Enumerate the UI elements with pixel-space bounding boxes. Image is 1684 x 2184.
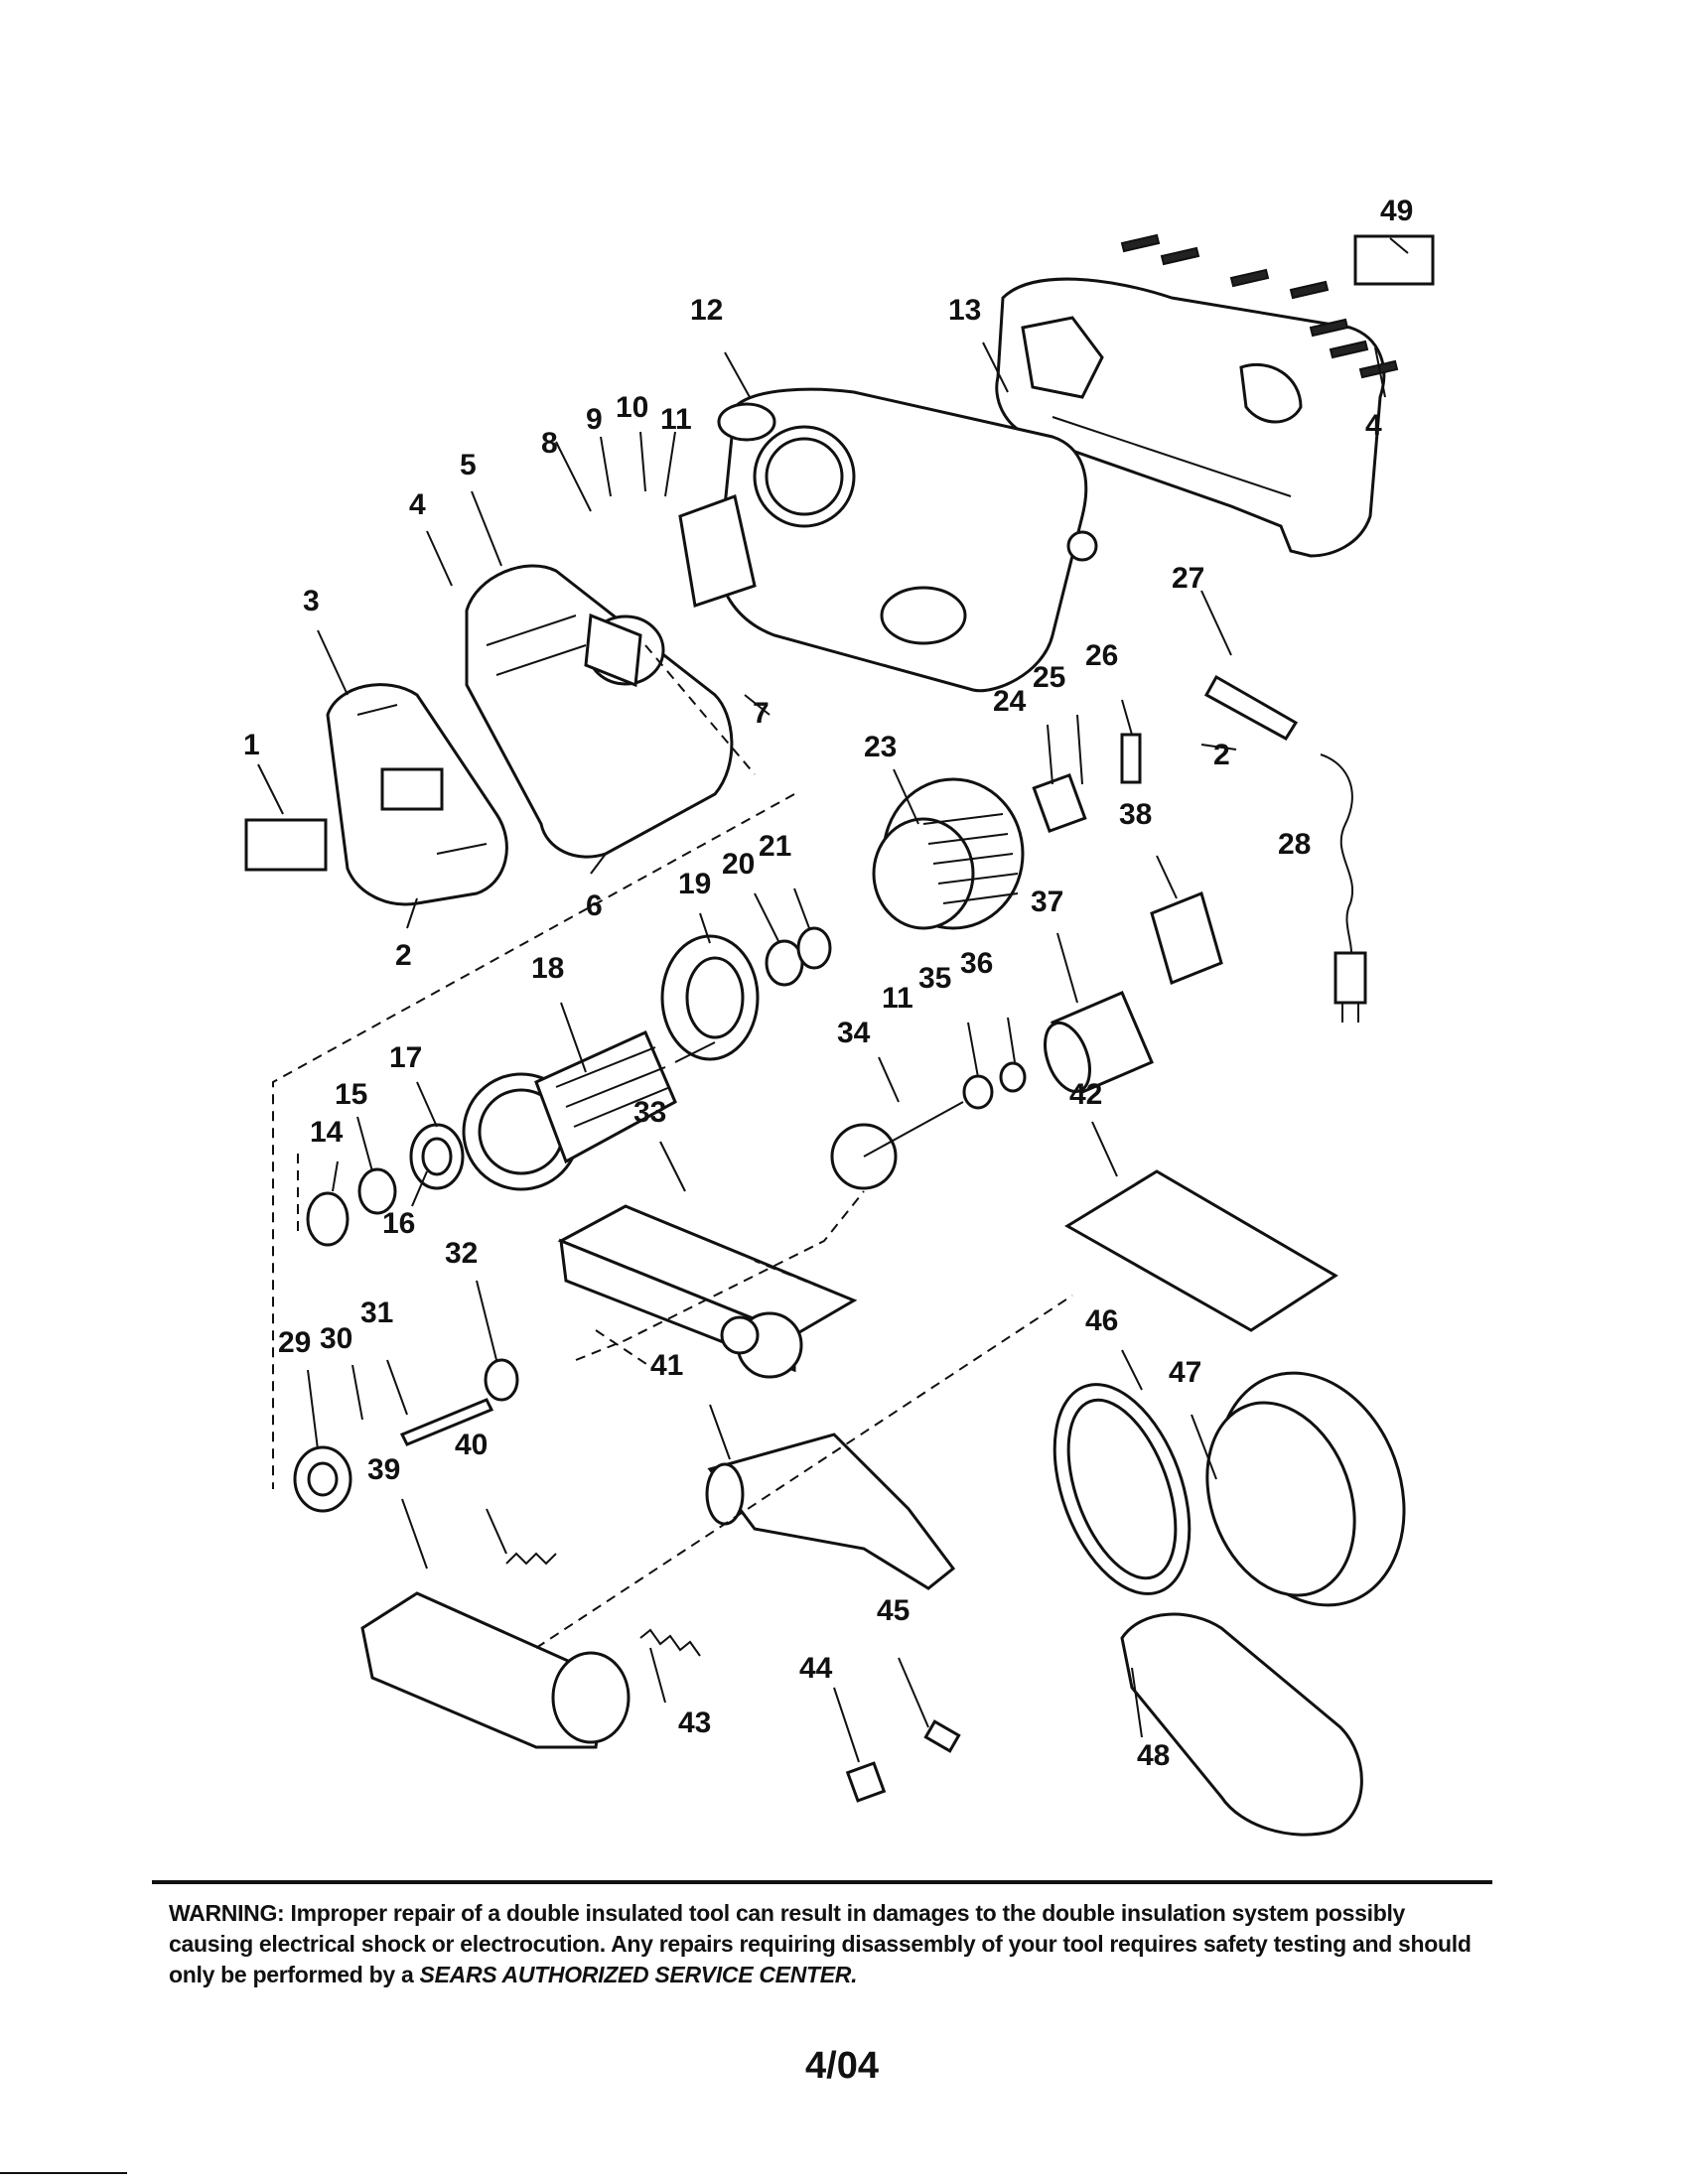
switch-part: [1150, 890, 1223, 986]
field-coil-part: [872, 777, 1025, 930]
callout-38: 38: [1119, 798, 1152, 831]
footer-mark: [0, 2172, 127, 2174]
callout-37: 37: [1031, 886, 1063, 918]
callout-3: 3: [303, 585, 320, 617]
callout-34: 34: [837, 1017, 871, 1049]
callout-20: 20: [722, 848, 755, 881]
callout-17: 17: [389, 1041, 422, 1074]
callout-48: 48: [1137, 1739, 1170, 1772]
callout-47: 47: [1169, 1356, 1201, 1389]
strain-relief-part: [1203, 674, 1299, 741]
assembly-guides: [272, 644, 1073, 1649]
brush-holder-part: [1032, 772, 1087, 834]
callout-43: 43: [678, 1706, 711, 1739]
motor-housing-part: [678, 387, 1098, 693]
callout-2: 2: [1213, 739, 1230, 771]
gear-shaft-part: [830, 1101, 964, 1190]
callout-5: 5: [460, 449, 477, 481]
callout-42: 42: [1069, 1078, 1102, 1111]
power-cord-part: [1320, 753, 1367, 1023]
service-center-name: SEARS AUTHORIZED SERVICE CENTER.: [419, 1962, 858, 1987]
drive-belt-part: [1052, 1383, 1192, 1595]
tension-arm-part: [705, 1433, 956, 1590]
bracket-plate-part: [1120, 733, 1142, 784]
callout-46: 46: [1085, 1304, 1118, 1337]
warning-label-part: [244, 818, 328, 872]
callout-4: 4: [409, 488, 426, 521]
callout-32: 32: [445, 1237, 478, 1270]
washer-35-part: [962, 1074, 994, 1110]
callout-19: 19: [678, 868, 711, 900]
armature-part: [462, 1030, 716, 1191]
callout-4: 4: [1365, 409, 1382, 442]
idler-base-part: [360, 1591, 631, 1749]
callout-35: 35: [918, 962, 951, 995]
pulley-14-part: [306, 1191, 350, 1247]
callout-14: 14: [310, 1116, 344, 1149]
callout-labels: 1 2 2 3 4 4 5 6 7 8 9 10 11 11 12 13 14 …: [243, 195, 1413, 1772]
carbon-brush-part: [923, 1719, 961, 1753]
callout-36: 36: [960, 947, 993, 980]
cover-screws: [1120, 233, 1399, 379]
callout-16: 16: [382, 1207, 415, 1240]
callout-8: 8: [541, 427, 558, 460]
callout-13: 13: [948, 294, 981, 327]
bearing-17-part: [409, 1123, 465, 1190]
page-date: 4/04: [805, 2045, 879, 2087]
callout-40: 40: [455, 1429, 488, 1461]
callout-21: 21: [759, 830, 791, 863]
exploded-parts-diagram: 1 2 2 3 4 4 5 6 7 8 9 10 11 11 12 13 14 …: [243, 195, 1435, 1837]
spring-43-part: [639, 1628, 701, 1657]
callout-39: 39: [367, 1453, 400, 1486]
callout-49: 49: [1380, 195, 1413, 227]
callout-31: 31: [360, 1297, 393, 1329]
callout-7: 7: [753, 697, 770, 730]
callout-9: 9: [586, 403, 603, 436]
callout-23: 23: [864, 731, 897, 763]
callout-29: 29: [278, 1326, 311, 1359]
callout-15: 15: [335, 1078, 367, 1111]
callout-33: 33: [633, 1096, 666, 1129]
callout-2: 2: [395, 939, 412, 972]
pulley-29-part: [293, 1445, 352, 1513]
callout-11: 11: [882, 982, 913, 1015]
callout-26: 26: [1085, 639, 1118, 672]
label-plate-part: [1353, 234, 1435, 286]
platen-part: [1064, 1169, 1338, 1332]
brush-cap-part: [845, 1761, 887, 1803]
callout-6: 6: [586, 889, 603, 922]
callout-10: 10: [616, 391, 648, 424]
callout-11: 11: [660, 403, 692, 436]
shaft-31-part: [399, 1398, 494, 1446]
callout-12: 12: [690, 294, 723, 327]
callout-24: 24: [993, 685, 1027, 718]
callout-28: 28: [1278, 828, 1311, 861]
frame-part: [557, 1204, 858, 1379]
callout-27: 27: [1172, 562, 1204, 595]
belt-housing-part: [465, 564, 734, 859]
side-cover-part: [326, 683, 508, 906]
fan-baffle-part: [660, 934, 760, 1061]
callout-25: 25: [1033, 661, 1065, 694]
callout-30: 30: [320, 1322, 352, 1355]
callout-18: 18: [531, 952, 564, 985]
washer-36-part: [999, 1061, 1027, 1093]
dust-bag-part: [1120, 1612, 1363, 1837]
callout-44: 44: [799, 1652, 833, 1685]
callout-45: 45: [877, 1594, 910, 1627]
bearing-32-part: [484, 1358, 519, 1402]
bearing-21-part: [796, 926, 832, 970]
warning-label: WARNING:: [169, 1900, 285, 1926]
callout-1: 1: [243, 729, 260, 761]
sanding-belt-part: [1205, 1371, 1406, 1607]
warning-text: Improper repair of a double insulated to…: [169, 1900, 1472, 1987]
bearing-15-part: [357, 1167, 397, 1215]
leader-lines: [257, 237, 1409, 1763]
warning-divider: [152, 1880, 1492, 1884]
spring-40-part: [505, 1552, 557, 1566]
callout-41: 41: [650, 1349, 683, 1382]
motor-cylinder-part: [1044, 991, 1154, 1094]
warning-notice: WARNING: Improper repair of a double ins…: [169, 1898, 1489, 1990]
